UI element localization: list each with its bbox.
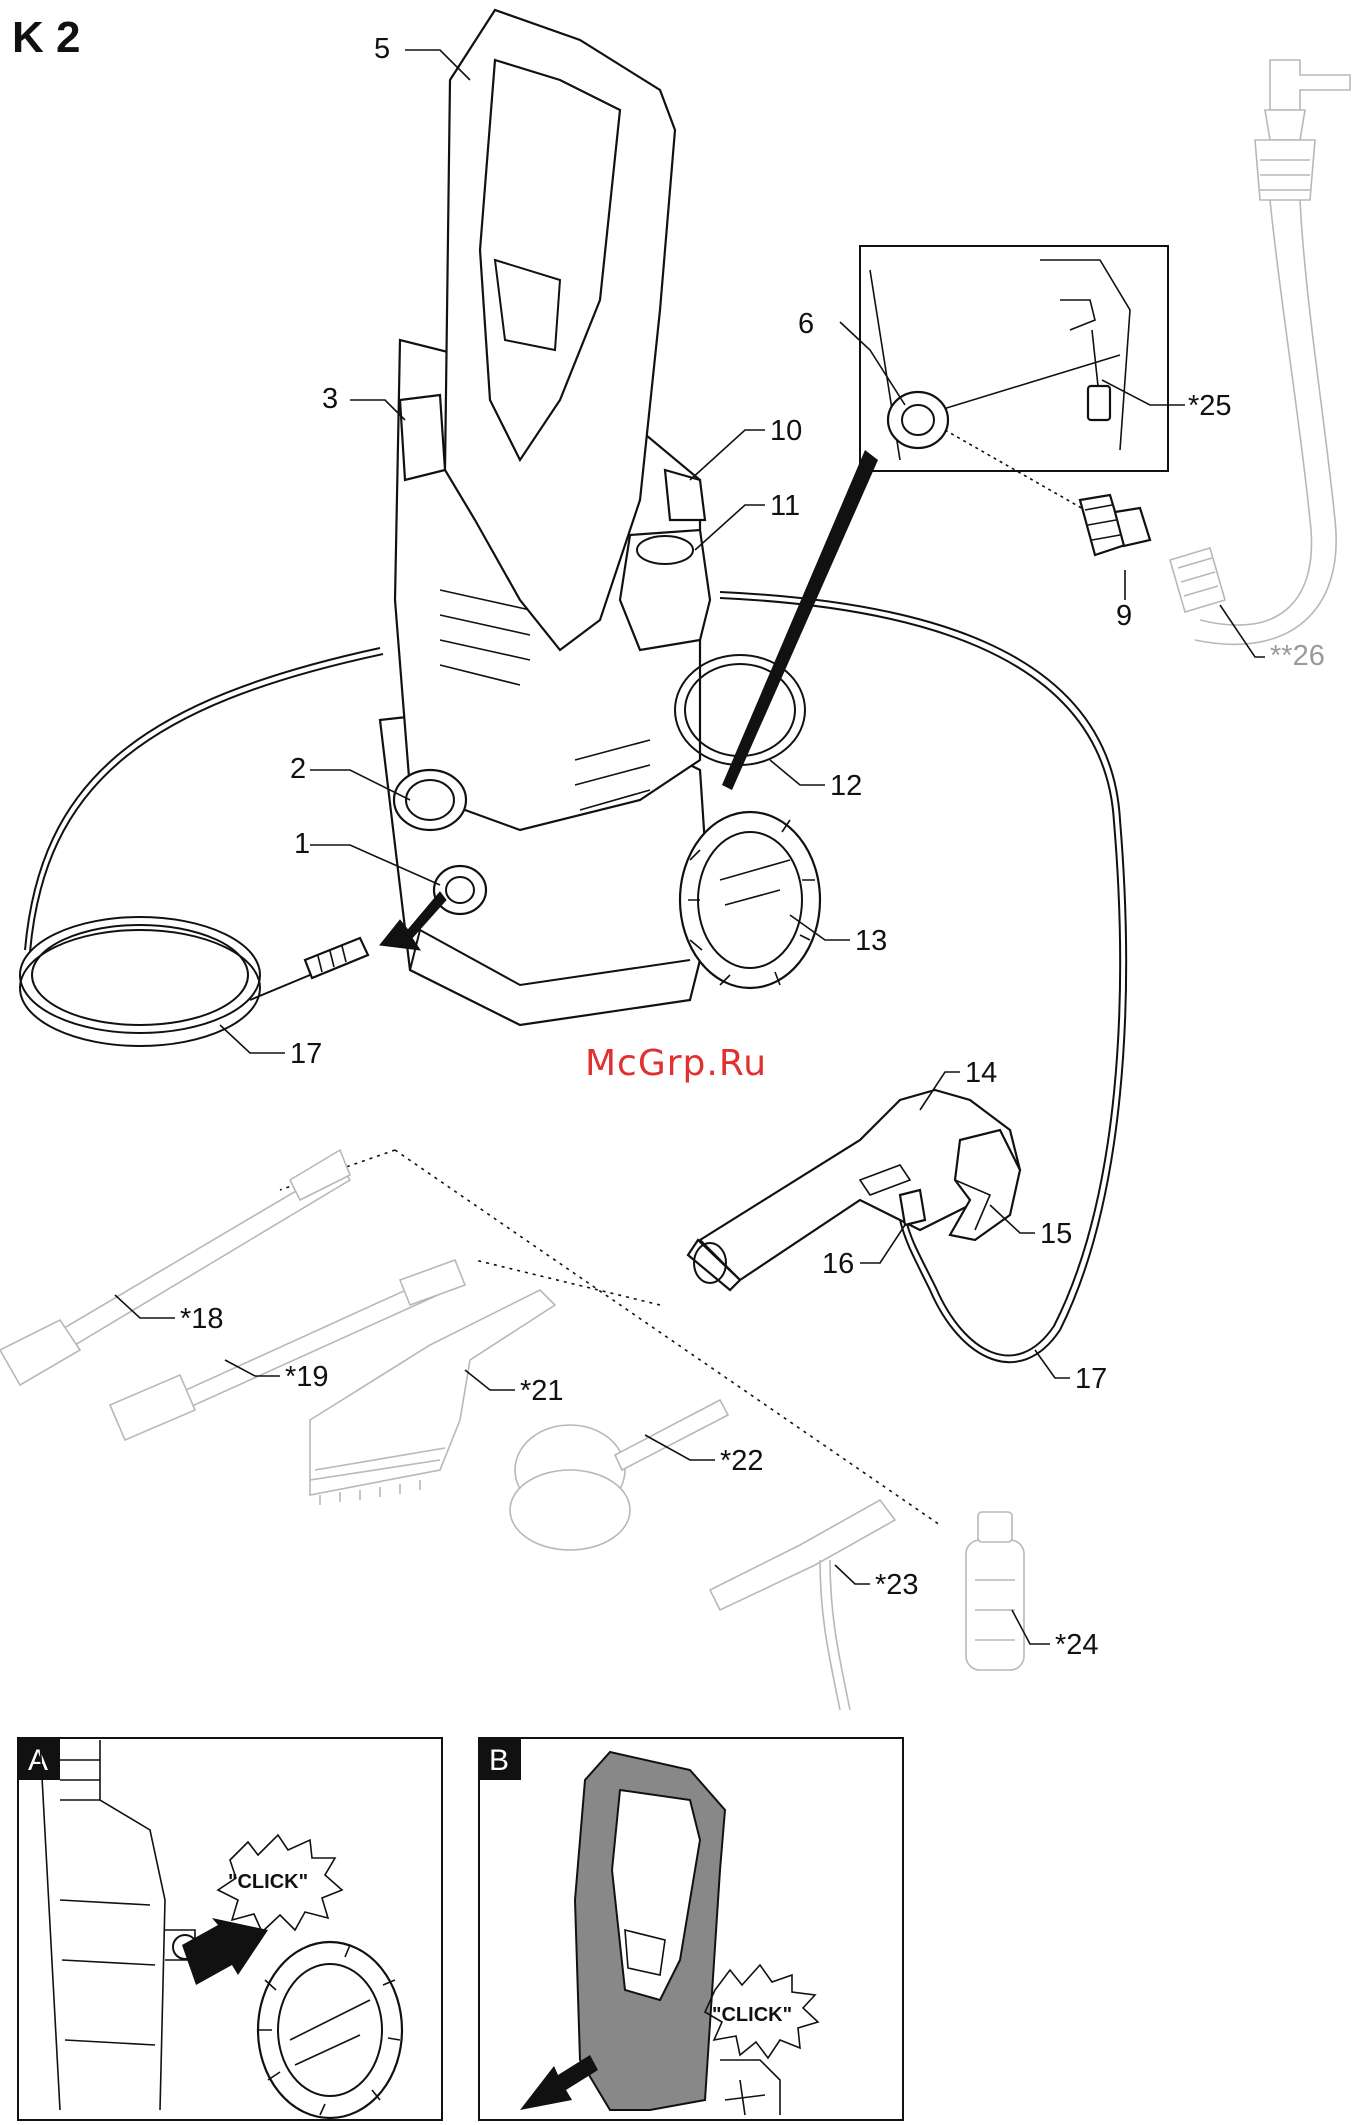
callout-18: *18 bbox=[180, 1303, 224, 1335]
callout-17-coil: 17 bbox=[290, 1038, 322, 1070]
callout-9: 9 bbox=[1116, 600, 1132, 632]
tap-and-garden-hose bbox=[1170, 60, 1350, 644]
callout-22: *22 bbox=[720, 1445, 764, 1477]
panel-b-handle-attach: B "CLICK" bbox=[479, 1738, 903, 2120]
callout-3: 3 bbox=[322, 383, 338, 415]
callout-2: 2 bbox=[290, 753, 306, 785]
water-inlet-inset bbox=[860, 246, 1168, 510]
callout-12: 12 bbox=[830, 770, 862, 802]
callout-23: *23 bbox=[875, 1569, 919, 1601]
callout-26: **26 bbox=[1270, 640, 1325, 672]
pressure-washer-body bbox=[380, 10, 820, 1025]
callout-19: *19 bbox=[285, 1361, 329, 1393]
panel-a-tag: A bbox=[28, 1744, 48, 1777]
callout-25: *25 bbox=[1188, 390, 1232, 422]
panel-b-tag: B bbox=[489, 1744, 509, 1777]
callout-13: 13 bbox=[855, 925, 887, 957]
callout-6: 6 bbox=[798, 308, 814, 340]
watermark: McGrp.Ru bbox=[585, 1043, 767, 1084]
panel-a-wheel-attach: A "CLICK" bbox=[18, 1738, 442, 2120]
callout-14: 14 bbox=[965, 1057, 997, 1089]
callout-15: 15 bbox=[1040, 1218, 1072, 1250]
high-pressure-hose-coil bbox=[20, 648, 383, 1046]
callout-17-gun: 17 bbox=[1075, 1363, 1107, 1395]
callout-10: 10 bbox=[770, 415, 802, 447]
callout-5: 5 bbox=[374, 33, 390, 65]
callout-16: 16 bbox=[822, 1248, 854, 1280]
callout-11: 11 bbox=[770, 490, 800, 522]
panel-b-click-text: "CLICK" bbox=[712, 2004, 792, 2026]
optional-accessories bbox=[0, 1150, 1024, 1710]
callout-1: 1 bbox=[294, 828, 310, 860]
callout-21: *21 bbox=[520, 1375, 564, 1407]
panel-a-click-text: "CLICK" bbox=[228, 1871, 308, 1893]
water-coupling bbox=[1080, 495, 1150, 555]
figure-title: K 2 bbox=[12, 13, 80, 62]
callout-24: *24 bbox=[1055, 1629, 1099, 1661]
